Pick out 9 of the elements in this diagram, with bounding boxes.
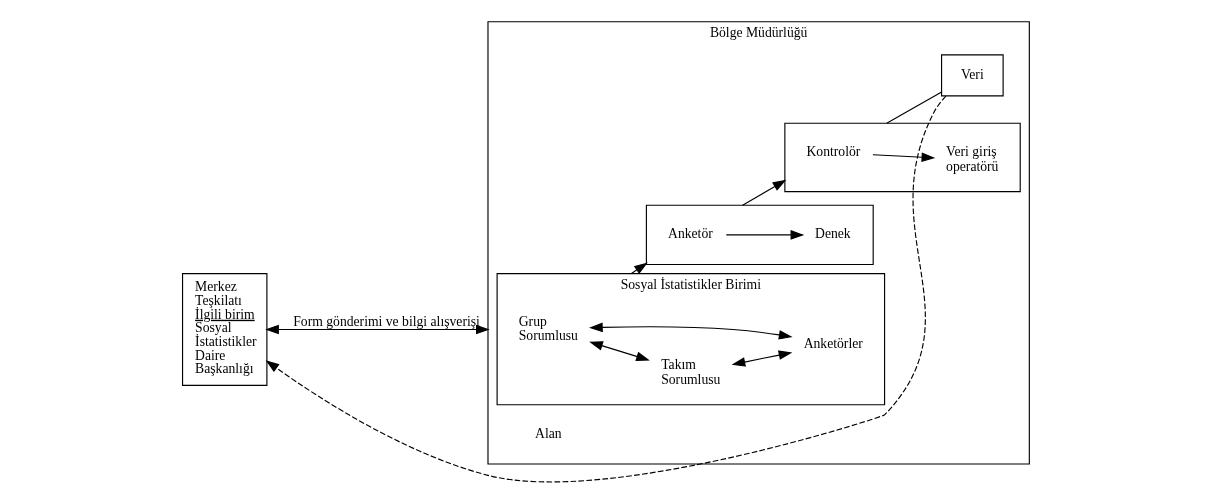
node-text: Veri giriş operatörü: [946, 143, 999, 174]
label: Alan: [535, 425, 562, 441]
node-text: Denek: [815, 226, 851, 242]
node-text: Takım Sorumlusu: [661, 356, 721, 387]
node-text: Kontrolör: [806, 144, 861, 160]
edge-label: Form gönderimi ve bilgi alışverişi: [293, 313, 480, 329]
node-text: Anketörler: [803, 335, 863, 351]
node-text: Grup Sorumlusu: [518, 313, 578, 344]
node-text: Anketör: [668, 226, 713, 242]
